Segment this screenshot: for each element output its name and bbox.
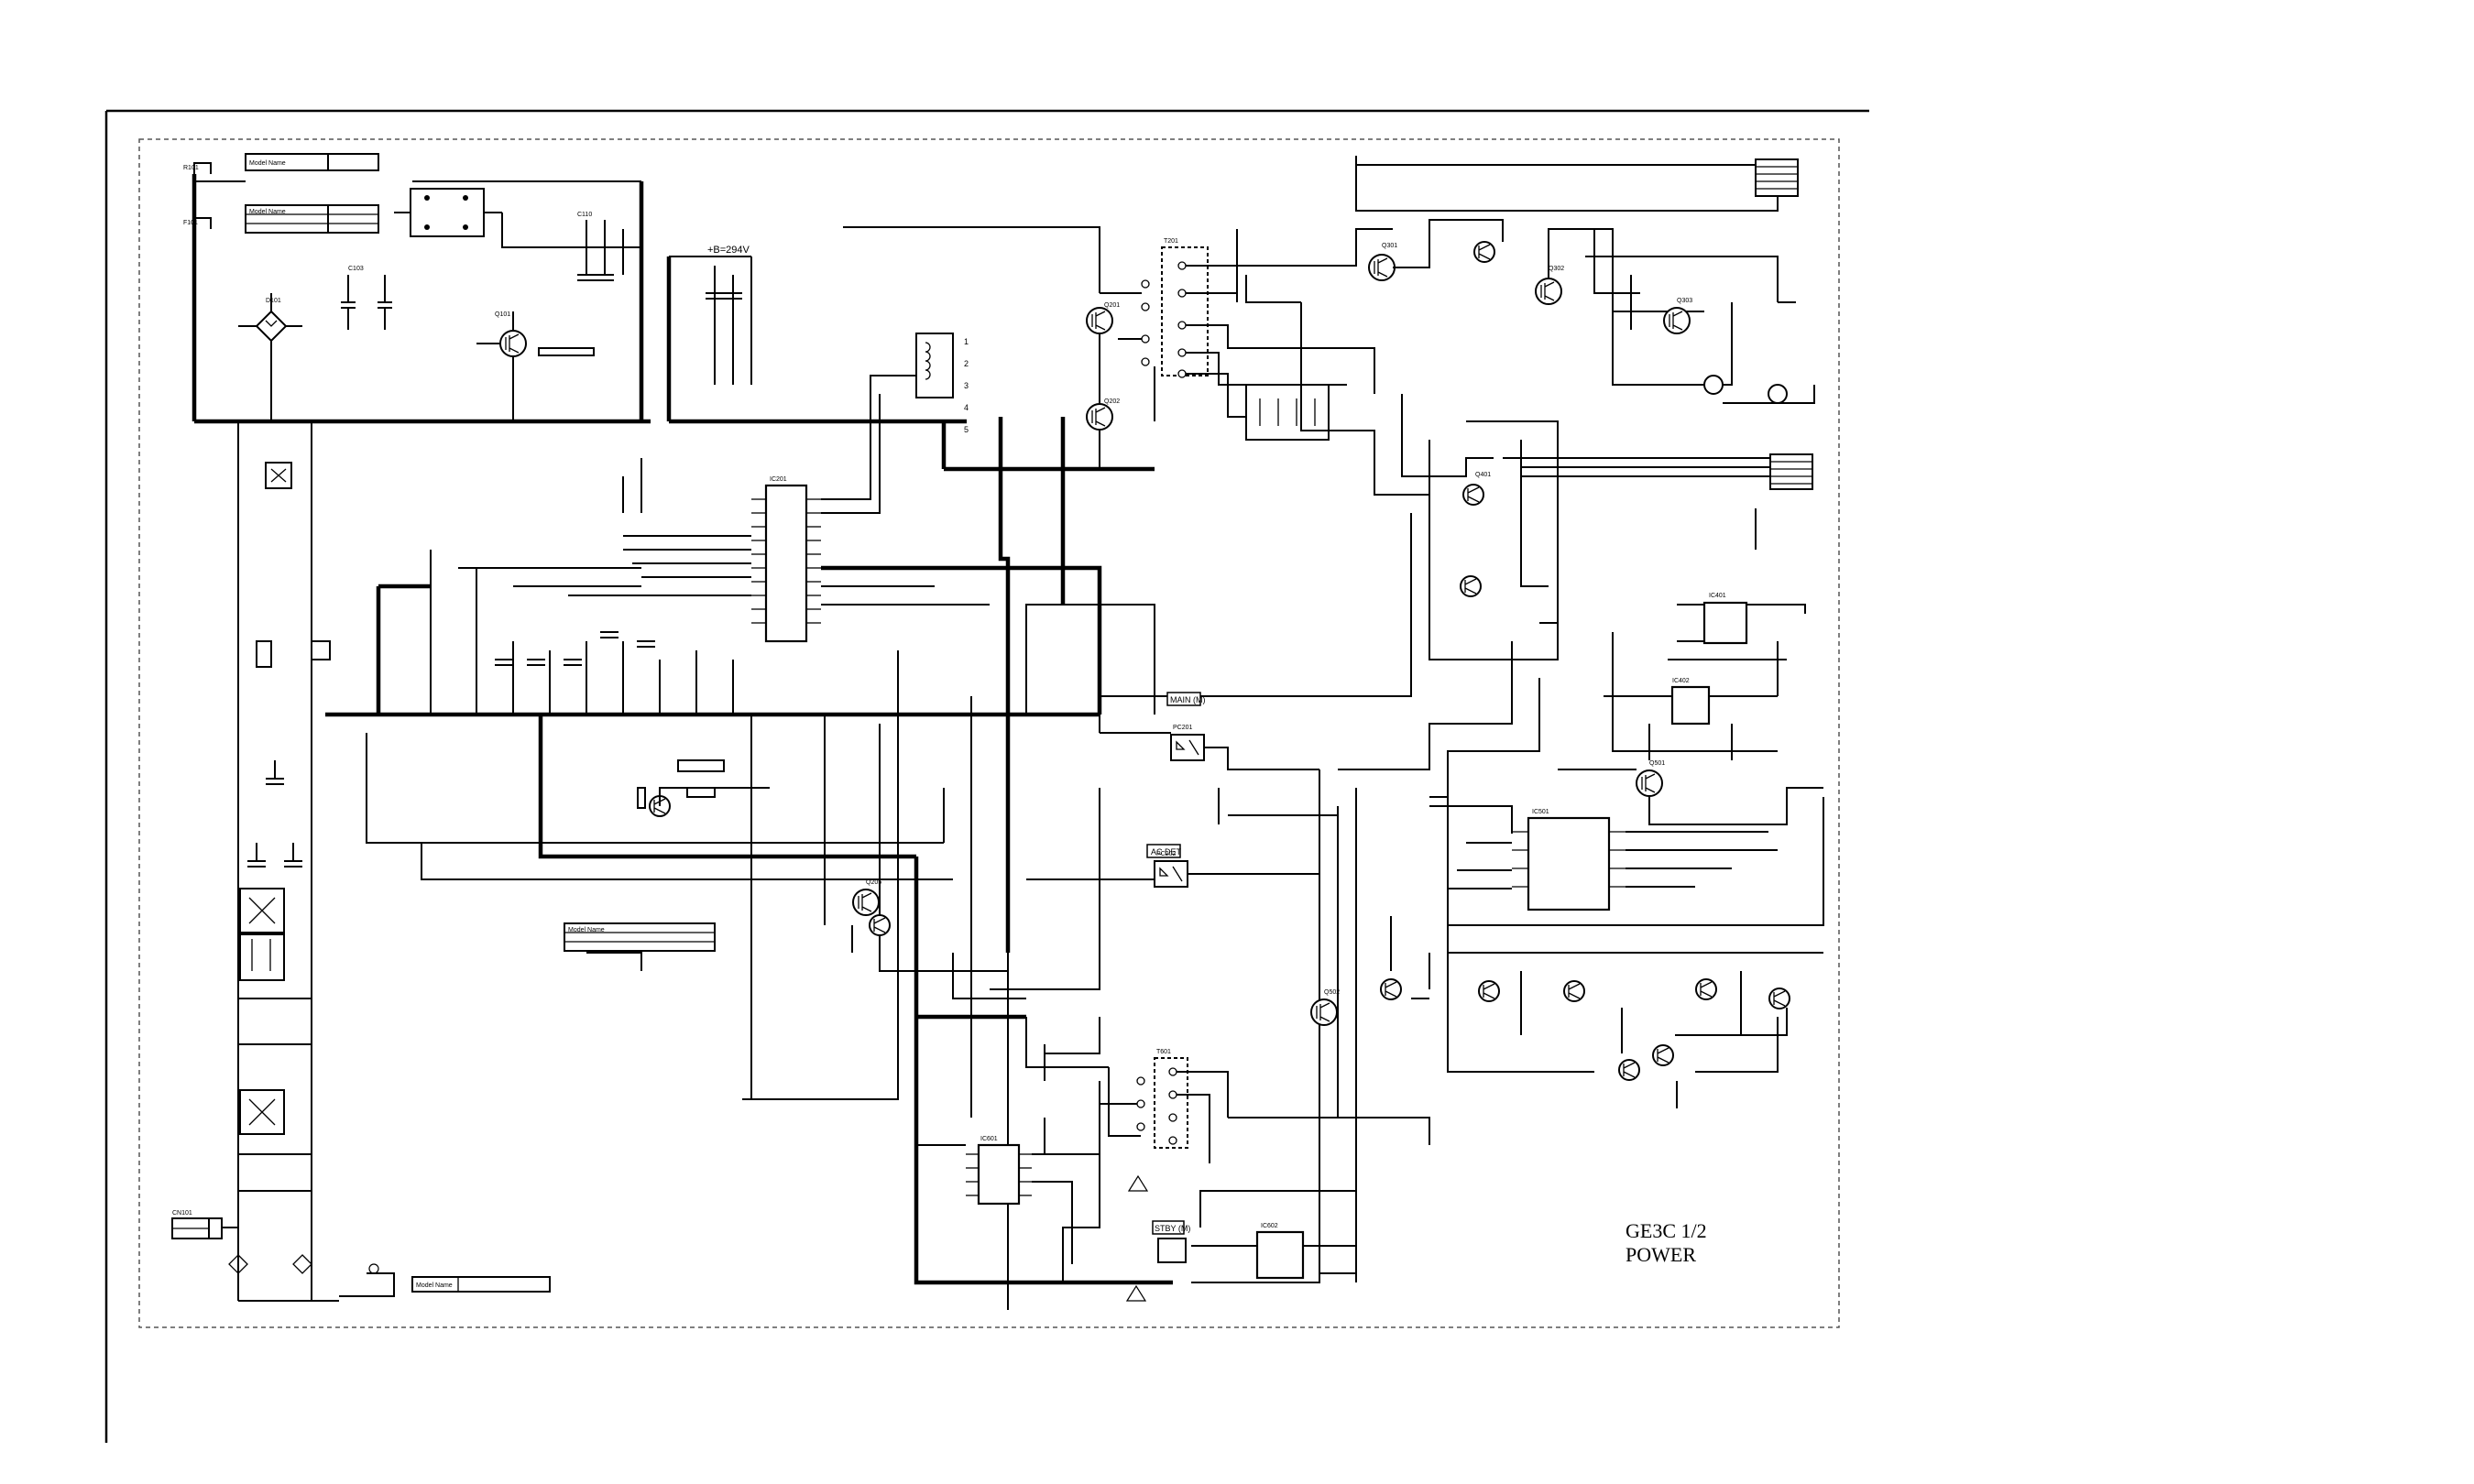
svg-text:IC401: IC401 xyxy=(1709,593,1726,599)
model-title: GE3C 1/2 xyxy=(1626,1219,1707,1242)
main-controller xyxy=(325,375,1102,1020)
svg-text:Q401: Q401 xyxy=(1475,472,1491,478)
page-frame xyxy=(104,109,1869,1443)
b-plus-label: +B=294V xyxy=(707,245,750,256)
svg-text:IC501: IC501 xyxy=(1532,809,1549,815)
ac-det-label: AC DET xyxy=(1151,847,1182,857)
svg-text:IC602: IC602 xyxy=(1261,1223,1278,1229)
svg-text:IC601: IC601 xyxy=(980,1136,998,1142)
center-lower xyxy=(586,604,1155,1310)
svg-text:T601: T601 xyxy=(1156,1049,1171,1055)
svg-text:D101: D101 xyxy=(266,298,281,304)
svg-text:Q501: Q501 xyxy=(1649,760,1665,767)
svg-text:Q201: Q201 xyxy=(1104,302,1120,309)
filter-table-3-header: Model Name xyxy=(568,927,605,933)
svg-text:IC201: IC201 xyxy=(770,476,787,483)
svg-text:1: 1 xyxy=(964,337,969,346)
filter-table-2-header: Model Name xyxy=(249,209,286,215)
svg-text:4: 4 xyxy=(964,403,969,412)
fuse-table-header: Model Name xyxy=(416,1282,453,1289)
svg-text:C103: C103 xyxy=(348,266,364,272)
secondary-regulators xyxy=(1099,229,1824,1108)
svg-text:C110: C110 xyxy=(577,212,592,218)
opto-and-detect xyxy=(366,650,1430,1310)
svg-text:PC201: PC201 xyxy=(1173,725,1193,731)
svg-text:Q302: Q302 xyxy=(1549,266,1564,272)
main-transformer xyxy=(843,156,1815,715)
section-title: POWER xyxy=(1626,1243,1696,1266)
svg-text:Q205: Q205 xyxy=(866,879,881,886)
emi-filter-section xyxy=(192,153,967,424)
filter-table-1-header: Model Name xyxy=(249,160,286,167)
stby-label: STBY (M) xyxy=(1155,1224,1190,1233)
svg-text:5: 5 xyxy=(964,425,969,434)
svg-text:F101: F101 xyxy=(183,220,198,226)
svg-text:Q101: Q101 xyxy=(495,311,510,318)
main-relay-label: MAIN (M) xyxy=(1170,695,1206,704)
svg-text:R101: R101 xyxy=(183,165,199,171)
svg-text:3: 3 xyxy=(964,381,969,390)
input-filter-chain xyxy=(171,421,551,1302)
sheet-title-block: GE3C 1/2 POWER xyxy=(1626,1219,1707,1267)
svg-text:Q202: Q202 xyxy=(1104,398,1120,405)
svg-text:2: 2 xyxy=(964,359,969,368)
svg-text:PC202: PC202 xyxy=(1156,851,1177,857)
svg-text:Q502: Q502 xyxy=(1324,989,1340,996)
svg-text:T201: T201 xyxy=(1164,238,1178,245)
standby-section xyxy=(914,1017,1429,1302)
svg-text:Q301: Q301 xyxy=(1382,243,1397,249)
svg-text:IC402: IC402 xyxy=(1672,678,1690,684)
svg-text:CN101: CN101 xyxy=(172,1210,192,1217)
transformer-pin-labels: 1 2 3 4 5 xyxy=(964,337,969,434)
svg-text:Q303: Q303 xyxy=(1677,298,1692,304)
